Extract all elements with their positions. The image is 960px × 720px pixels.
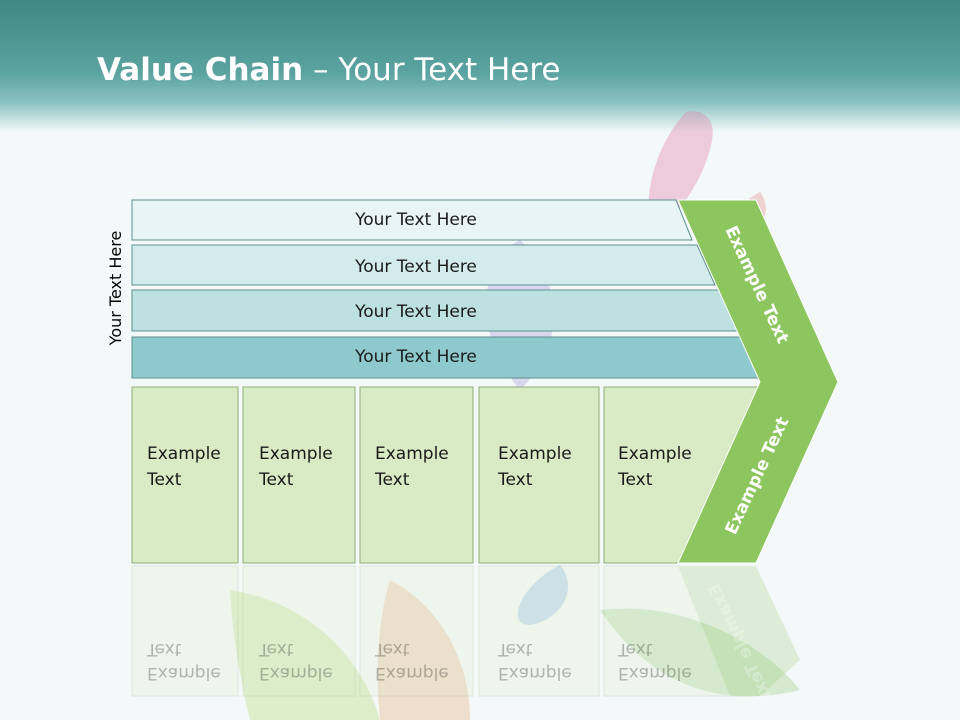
box-3-line1: Example xyxy=(375,444,449,464)
activity-box-3 xyxy=(359,386,474,564)
title-bold: Value Chain xyxy=(97,52,304,88)
bar-2 xyxy=(131,244,716,286)
reflection-chevron xyxy=(678,566,800,696)
reflection-text-5b: Text xyxy=(617,639,653,659)
box-3-line2: Text xyxy=(374,470,410,490)
header-band xyxy=(0,0,960,132)
bar-4-label: Your Text Here xyxy=(354,347,477,367)
box-5-line2: Text xyxy=(617,470,653,490)
box-2-line2: Text xyxy=(258,470,294,490)
leaf-green xyxy=(230,590,380,720)
reflection-box-5 xyxy=(603,565,741,697)
bar-1 xyxy=(131,199,693,241)
reflection-box-3 xyxy=(359,565,474,697)
reflection-text-2b: Text xyxy=(258,639,294,659)
reflection-text-1a: Example xyxy=(147,663,221,683)
box-2-line1: Example xyxy=(259,444,333,464)
activity-box-1 xyxy=(131,386,239,564)
reflection-box-1 xyxy=(131,565,239,697)
side-label: Your Text Here xyxy=(106,231,125,347)
reflection-text-5a: Example xyxy=(618,663,692,683)
leaf-light-green xyxy=(600,608,800,697)
reflection-text-3a: Example xyxy=(375,663,449,683)
title-rest: – Your Text Here xyxy=(303,52,561,88)
bar-2-label: Your Text Here xyxy=(354,257,477,277)
bar-3-label: Your Text Here xyxy=(354,302,477,322)
reflection-text-3b: Text xyxy=(374,639,410,659)
box-1-line1: Example xyxy=(147,444,221,464)
reflection-box-4 xyxy=(478,565,600,697)
diagram-reflection xyxy=(131,565,800,697)
reflection-text-1b: Text xyxy=(146,639,182,659)
slide-title: Value Chain – Your Text Here xyxy=(97,52,560,88)
reflection-text-2a: Example xyxy=(259,663,333,683)
activity-box-4 xyxy=(478,386,600,564)
leaf-blue xyxy=(517,565,569,625)
bar-1-label: Your Text Here xyxy=(354,210,477,230)
box-5-line1: Example xyxy=(618,444,692,464)
box-4-line1: Example xyxy=(498,444,572,464)
reflection-text-4b: Text xyxy=(497,639,533,659)
activity-box-2 xyxy=(242,386,356,564)
leaf-orange xyxy=(377,580,470,720)
box-4-line2: Text xyxy=(497,470,533,490)
reflection-box-2 xyxy=(242,565,356,697)
reflection-text-4a: Example xyxy=(498,663,572,683)
box-1-line2: Text xyxy=(146,470,182,490)
chevron-arrow xyxy=(677,199,839,564)
